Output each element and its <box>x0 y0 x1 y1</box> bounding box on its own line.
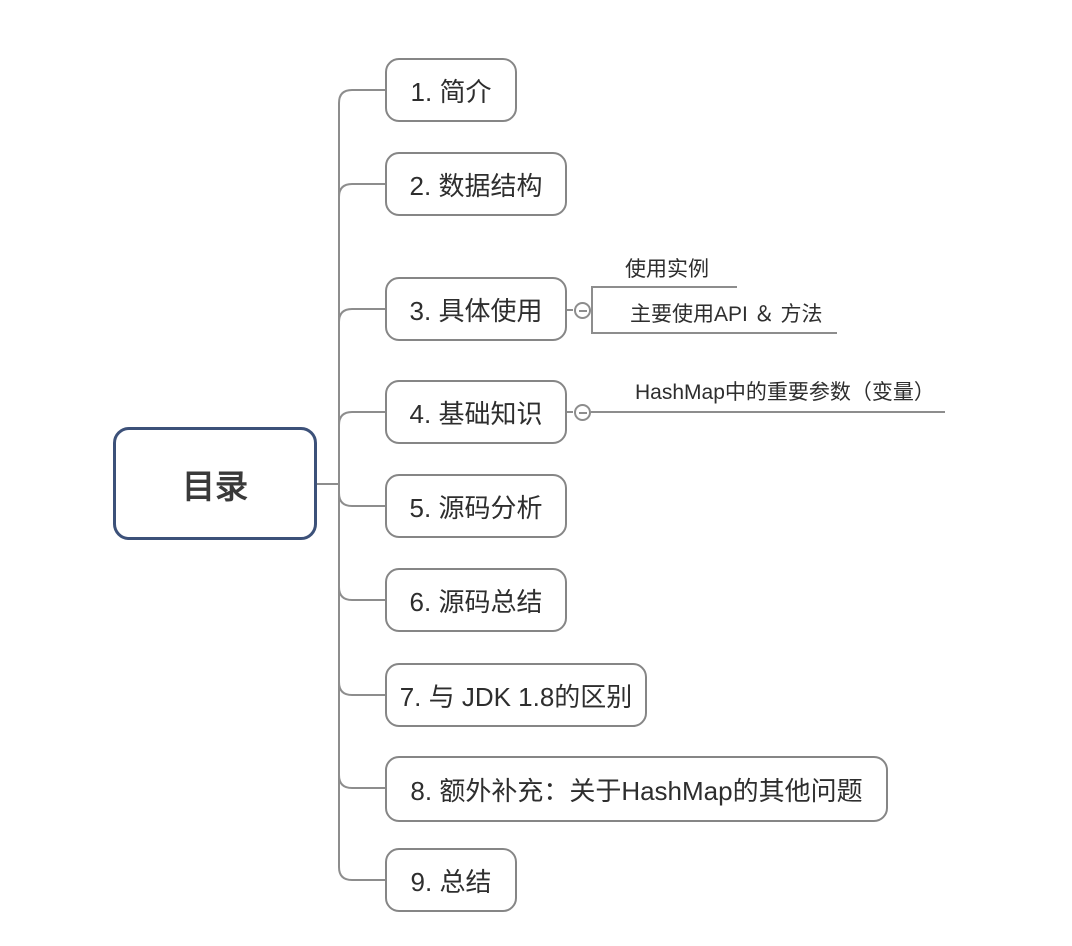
topic-3-children-bracket <box>591 286 837 334</box>
branch-line-topic-8 <box>338 774 385 789</box>
branch-line-topic-4 <box>338 411 385 426</box>
topic-4-collapse-button[interactable] <box>574 404 591 421</box>
subtopic-main-api[interactable]: 主要使用API ＆ 方法 <box>630 303 823 326</box>
topic-2-label: 2. 数据结构 <box>409 170 543 201</box>
branch-line-topic-2 <box>338 183 385 198</box>
topic-5[interactable]: 5. 源码分析 <box>385 474 567 538</box>
trunk-line <box>338 89 385 881</box>
topic-1[interactable]: 1. 简介 <box>385 58 517 122</box>
topic-8[interactable]: 8. 额外补充：关于HashMap的其他问题 <box>385 756 888 822</box>
topic-4-label: 4. 基础知识 <box>409 398 543 429</box>
topic-9-label: 9. 总结 <box>410 866 492 897</box>
topic-2[interactable]: 2. 数据结构 <box>385 152 567 216</box>
subtopic-hashmap-params[interactable]: HashMap中的重要参数（变量） <box>635 381 935 404</box>
branch-line-topic-3 <box>338 308 385 323</box>
minus-icon <box>578 411 587 414</box>
topic-1-label: 1. 简介 <box>410 76 492 107</box>
root-topic[interactable]: 目录 <box>113 427 317 540</box>
topic-9[interactable]: 9. 总结 <box>385 848 517 912</box>
topic-3[interactable]: 3. 具体使用 <box>385 277 567 341</box>
topic-7-label: 7. 与 JDK 1.8的区别 <box>399 681 633 712</box>
minus-icon <box>578 309 587 312</box>
topic-5-label: 5. 源码分析 <box>409 492 543 523</box>
branch-line-topic-6 <box>338 586 385 601</box>
topic-6[interactable]: 6. 源码总结 <box>385 568 567 632</box>
topic-3-collapse-button[interactable] <box>574 302 591 319</box>
topic-6-label: 6. 源码总结 <box>409 586 543 617</box>
topic-7[interactable]: 7. 与 JDK 1.8的区别 <box>385 663 647 727</box>
topic-3-label: 3. 具体使用 <box>409 295 543 326</box>
topic-4[interactable]: 4. 基础知识 <box>385 380 567 444</box>
root-topic-label: 目录 <box>182 467 248 505</box>
topic-8-label: 8. 额外补充：关于HashMap的其他问题 <box>410 775 863 806</box>
branch-line-topic-7 <box>338 681 385 696</box>
branch-line-topic-5 <box>338 492 385 507</box>
subtopic-usage-example[interactable]: 使用实例 <box>625 258 709 281</box>
